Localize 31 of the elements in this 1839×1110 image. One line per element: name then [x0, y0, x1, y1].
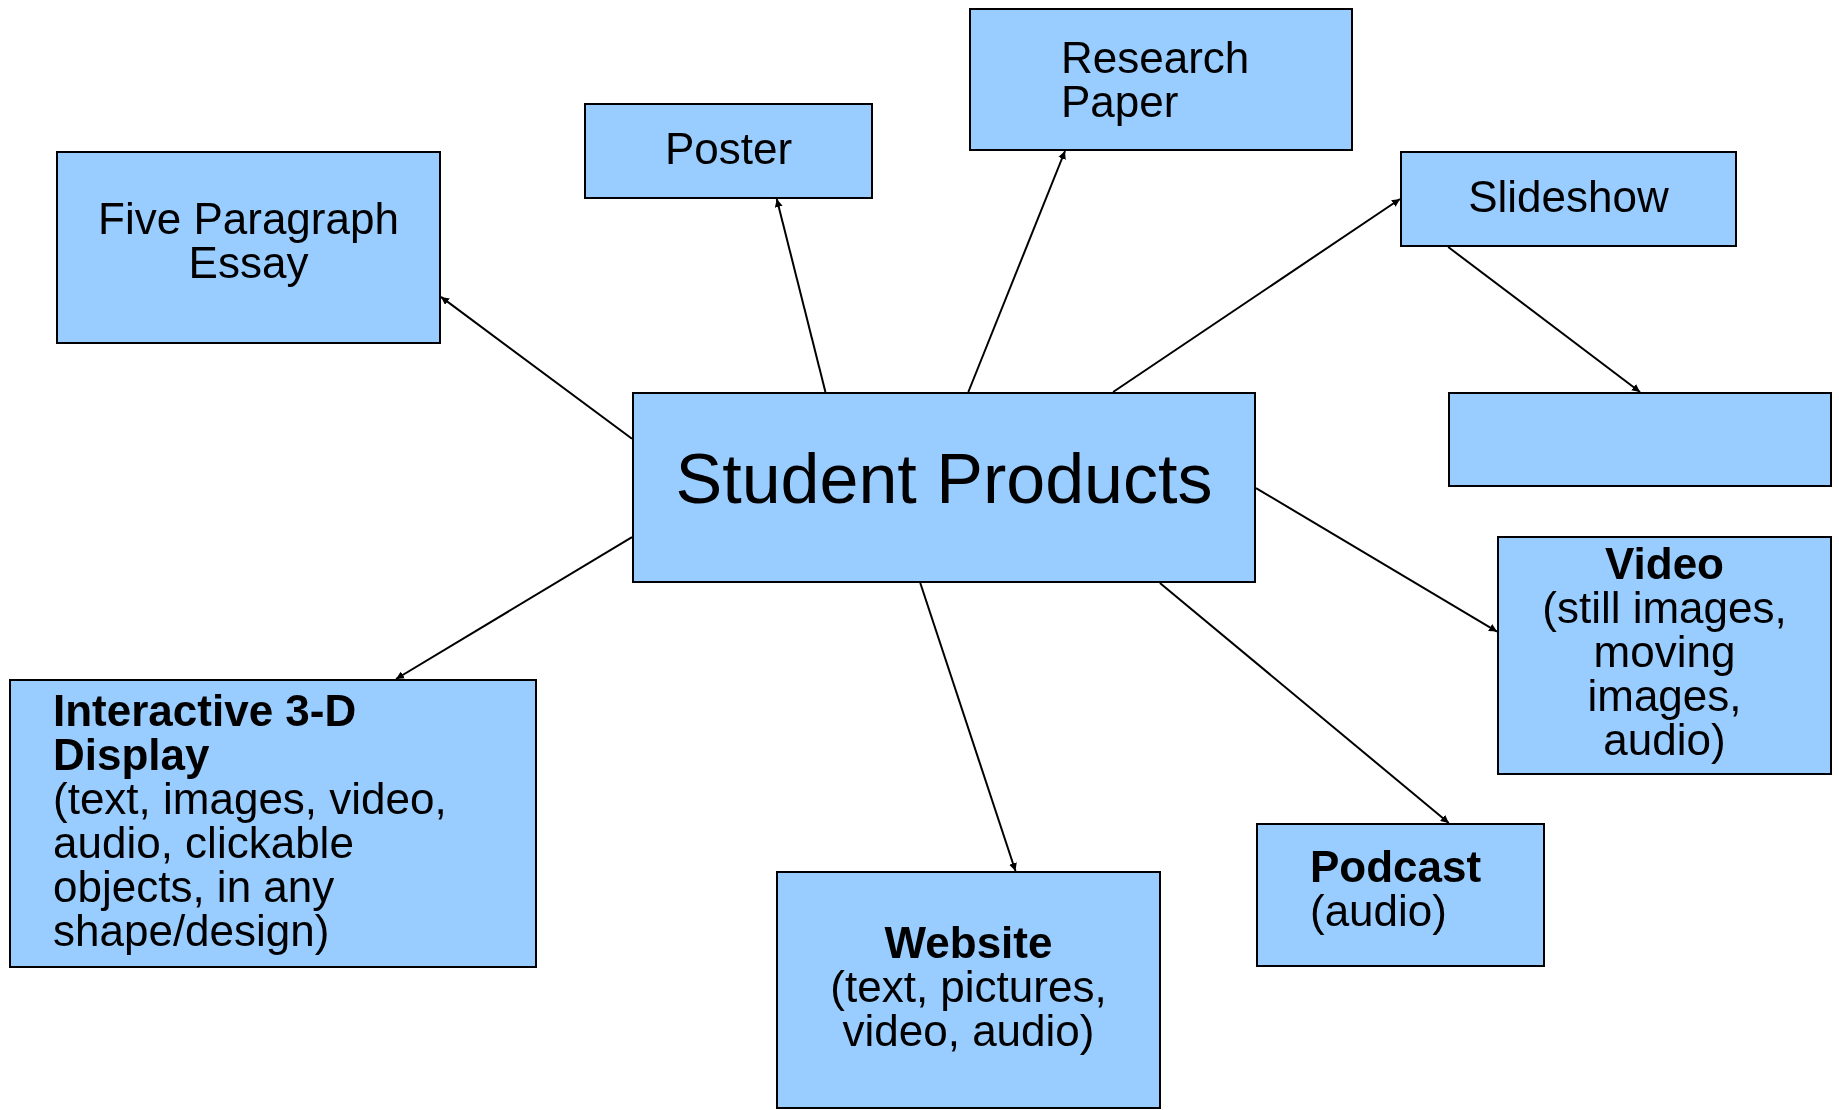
product-box: [969, 8, 1353, 151]
product-name: Poster: [663, 127, 794, 171]
arrow: [1255, 487, 1498, 633]
product-title: Video: [1604, 542, 1725, 586]
product-box: [56, 151, 441, 344]
arrow: [440, 295, 633, 440]
arrow: [1112, 198, 1401, 393]
product-name: Five Paragraph Essay: [97, 197, 400, 285]
product-name: Research Paper: [1061, 36, 1251, 124]
product-description: (text, pictures, video, audio): [829, 965, 1108, 1053]
empty-box: [1448, 392, 1832, 487]
product-box: [776, 871, 1161, 1109]
arrow: [774, 198, 827, 393]
product-title: Interactive 3-D Display: [53, 689, 358, 777]
arrow: [1447, 246, 1641, 393]
product-title: Podcast: [1310, 845, 1483, 889]
central-title: Student Products: [674, 444, 1214, 514]
arrow: [967, 150, 1066, 393]
product-description: (audio): [1310, 889, 1448, 933]
product-box: [1400, 151, 1737, 247]
product-box: [632, 392, 1256, 583]
product-description: (still images, moving images, audio): [1541, 586, 1788, 762]
product-box: [1497, 536, 1832, 775]
product-box: [584, 103, 873, 199]
product-name: Slideshow: [1467, 175, 1670, 219]
arrow: [395, 536, 633, 680]
product-title: Website: [883, 921, 1054, 965]
arrow: [1158, 582, 1450, 824]
arrow: [919, 582, 1017, 872]
product-box: [9, 679, 537, 968]
product-box: [1256, 823, 1545, 967]
